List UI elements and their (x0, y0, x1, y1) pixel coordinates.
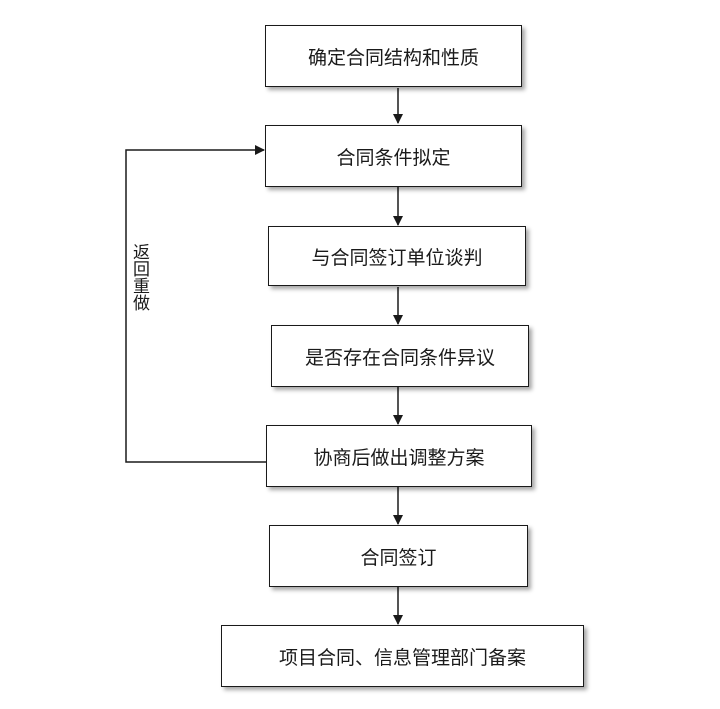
step-determine-contract-structure: 确定合同结构和性质 (265, 25, 522, 87)
loop-back-label: 返回重做 (129, 243, 149, 311)
step-label: 项目合同、信息管理部门备案 (278, 646, 526, 669)
step-file-with-departments: 项目合同、信息管理部门备案 (221, 625, 584, 687)
step-negotiate-with-signing-party: 与合同签订单位谈判 (268, 226, 526, 286)
step-sign-contract: 合同签订 (269, 525, 528, 587)
step-label: 合同签订 (360, 546, 437, 569)
loop-back-arrow (125, 145, 266, 463)
step-adjust-after-consultation: 协商后做出调整方案 (266, 425, 532, 487)
step-label: 是否存在合同条件异议 (304, 346, 495, 369)
step-label: 确定合同结构和性质 (307, 46, 479, 69)
step-label: 合同条件拟定 (336, 146, 451, 169)
step-label: 与合同签订单位谈判 (311, 246, 483, 269)
step-label: 协商后做出调整方案 (313, 446, 485, 469)
step-draft-contract-terms: 合同条件拟定 (265, 125, 522, 187)
step-check-term-objections: 是否存在合同条件异议 (271, 325, 529, 387)
